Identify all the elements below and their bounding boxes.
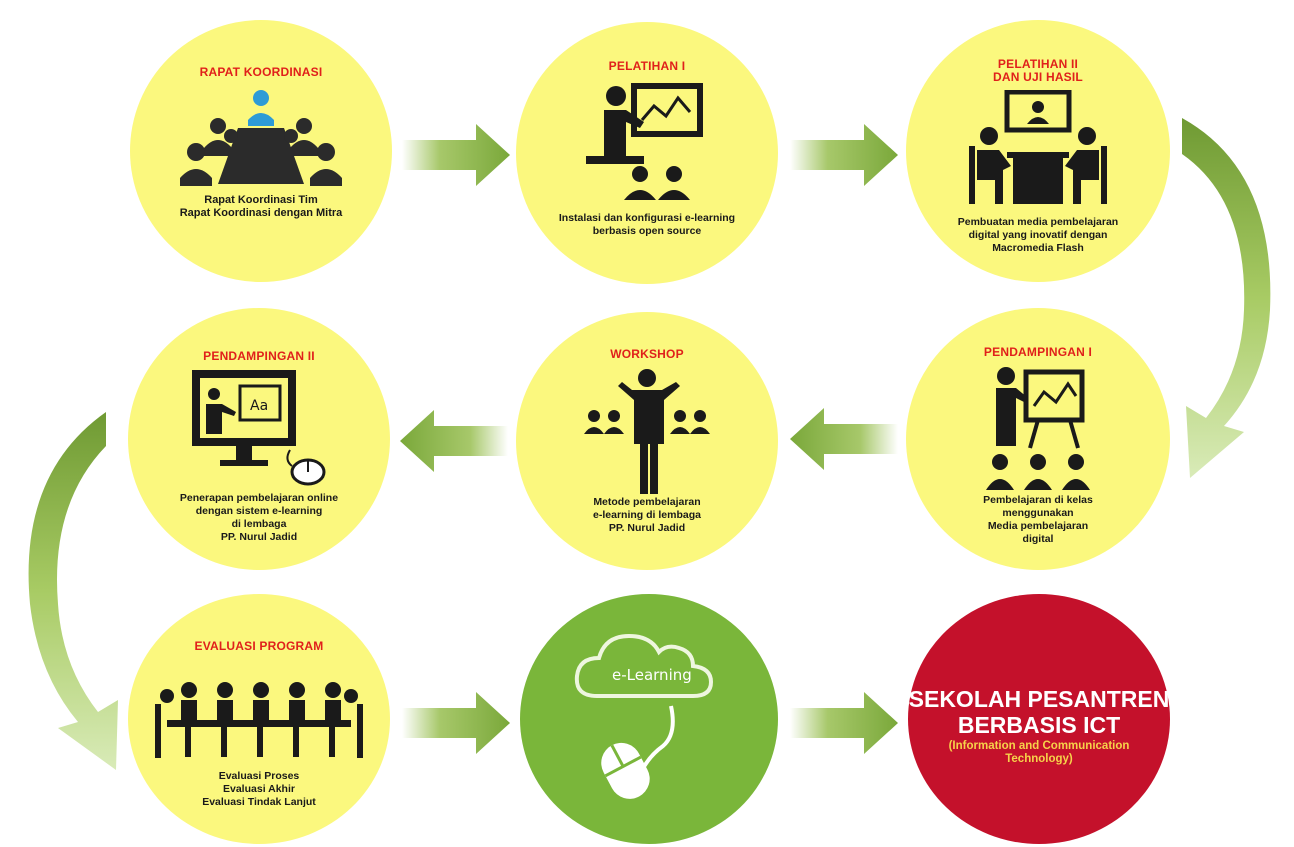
step-circle-workshop: WORKSHOP Metode pembelajaran e-learning …: [516, 312, 778, 570]
curved-arrow-down-right-icon: [1182, 118, 1271, 478]
step-description: Pembuatan media pembelajaran digital yan…: [957, 216, 1119, 254]
step-circle-pendampingan-1: PENDAMPINGAN I Pembelajaran di kelas men…: [906, 308, 1170, 570]
final-subtitle: (Information and Communication Technolog…: [948, 740, 1130, 765]
step-circle-pelatihan-1: PELATIHAN I Instalasi dan konfigurasi e-…: [516, 22, 778, 284]
step-title: RAPAT KOORDINASI: [199, 65, 323, 79]
arrow-left-icon: [400, 410, 508, 472]
step-title: PENDAMPINGAN I: [983, 345, 1093, 359]
final-goal-circle: SEKOLAH PESANTREN BERBASIS ICT (Informat…: [908, 594, 1170, 844]
online-monitor-icon: Aa: [192, 370, 326, 486]
step-title: PENDAMPINGAN II: [203, 349, 315, 363]
presenter-board-icon: [586, 83, 703, 200]
step-circle-rapat-koordinasi: RAPAT KOORDINASI Rapat Koordinasi Tim Ra…: [130, 20, 392, 282]
step-circle-pendampingan-2: PENDAMPINGAN II Aa Penerapan pembelajara…: [128, 308, 390, 570]
arrow-left-icon: [790, 408, 898, 470]
meeting-table-icon: [180, 90, 342, 186]
step-circle-pelatihan-2: PELATIHAN II DAN UJI HASIL Pembuatan med…: [906, 20, 1170, 282]
classroom-presentation-icon: [986, 367, 1090, 490]
step-description: Rapat Koordinasi Tim Rapat Koordinasi de…: [179, 194, 343, 219]
cloud-mouse-icon: [574, 633, 714, 799]
arrow-right-icon: [402, 124, 510, 186]
step-description: Evaluasi Proses Evaluasi Akhir Evaluasi …: [202, 770, 316, 808]
curved-arrow-down-left-icon: [28, 412, 118, 770]
step-title: PELATIHAN I: [608, 59, 686, 73]
step-description: Penerapan pembelajaran online dengan sis…: [179, 492, 339, 543]
arrow-right-icon: [790, 124, 898, 186]
step-description: Pembelajaran di kelas menggunakan Media …: [983, 494, 1093, 545]
workshop-speaker-icon: [584, 369, 710, 494]
svg-text:Aa: Aa: [250, 398, 268, 414]
elearning-circle: e-Learning: [520, 594, 778, 844]
step-description: Instalasi dan konfigurasi e-learning ber…: [558, 212, 736, 237]
elearning-label: e-Learning: [612, 666, 692, 684]
evaluation-table-icon: [155, 682, 363, 758]
step-title: WORKSHOP: [610, 347, 684, 361]
final-title: SEKOLAH PESANTREN BERBASIS ICT: [908, 686, 1170, 738]
step-description: Metode pembelajaran e-learning di lembag…: [593, 496, 701, 534]
step-title: PELATIHAN II DAN UJI HASIL: [993, 57, 1083, 84]
step-circle-evaluasi-program: EVALUASI PROGRAM Evaluasi Proses Evaluas…: [128, 594, 390, 844]
step-title: EVALUASI PROGRAM: [194, 639, 324, 653]
arrow-right-icon: [790, 692, 898, 754]
video-conference-icon: [969, 90, 1107, 204]
arrow-right-icon: [402, 692, 510, 754]
